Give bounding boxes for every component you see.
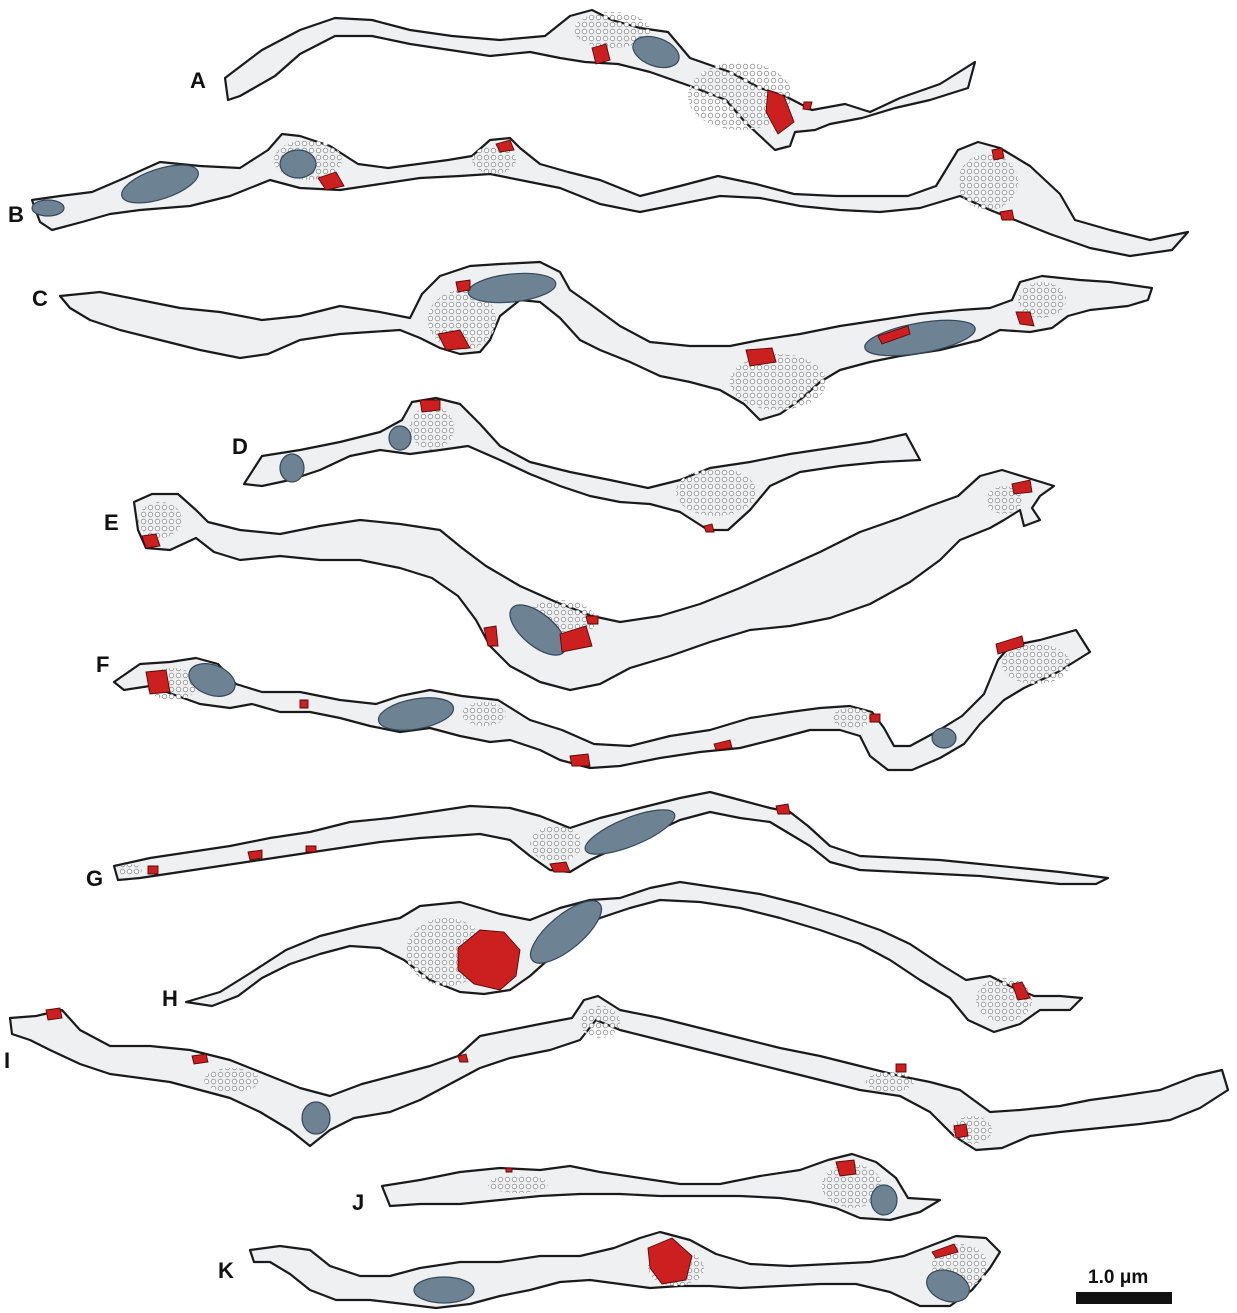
panel-e: E [104,470,1054,690]
dense-projection [836,1160,856,1176]
vesicle-cluster [462,702,506,726]
panel-label: B [8,202,24,227]
mitochondrion [280,150,316,178]
panel-a: A [190,10,975,150]
vesicle-cluster [958,154,1018,210]
panel-k: K [218,1232,1000,1308]
axon-outline [60,262,1152,420]
scale-bar-label: 1.0 μm [1088,1267,1148,1288]
panel-g: G [86,792,1108,891]
panel-c: C [32,262,1152,420]
vesicle-cluster [118,864,142,876]
dense-projection [506,1168,512,1172]
dense-projection [192,1054,208,1064]
panel-label: C [32,286,48,311]
dense-projection [1000,210,1014,220]
panel-label: E [104,510,119,535]
panel-label: D [232,434,248,459]
dense-projection [992,148,1004,160]
vesicle-cluster [676,468,756,516]
scale-bar-line [1076,1292,1172,1304]
vesicle-cluster [866,1072,914,1092]
mitochondrion [414,1277,474,1303]
dense-projection [146,670,170,694]
vesicle-cluster [410,406,454,450]
dense-projection [803,102,812,110]
vesicle-cluster [530,826,582,862]
vesicle-cluster [204,1068,260,1092]
panel-label: A [190,68,206,93]
panel-label: F [96,652,109,677]
dense-projection [148,866,158,874]
dense-projection [484,626,498,646]
mitochondrion [389,426,411,450]
panel-label: G [86,866,103,891]
panel-label: H [162,986,178,1011]
vesicle-cluster [832,708,872,728]
vesicle-cluster [138,502,182,538]
panel-i: I [4,996,1228,1150]
axon-outline [244,398,920,530]
dense-projection [306,846,316,852]
scale-bar: 1.0 μm [1076,1267,1172,1304]
vesicle-cluster [580,1006,620,1038]
axon-outline [250,1232,1000,1308]
dense-projection [586,616,598,624]
dense-projection [458,1054,468,1062]
axon-outline [32,134,1188,256]
axon-outline [186,882,1082,1032]
panel-b: B [8,134,1188,256]
mitochondrion [871,1185,897,1215]
dense-projection [46,1008,62,1020]
dense-projection [456,280,470,292]
dense-projection [550,862,570,872]
axon-outline [134,470,1054,690]
dense-projection [704,524,714,532]
panel-label: I [4,1048,10,1073]
dense-projection [954,1124,968,1138]
panel-label: J [352,1190,364,1215]
dense-projection [300,700,308,708]
dense-projection [570,754,590,766]
dense-projection [420,400,440,412]
vesicle-cluster [488,1175,548,1193]
vesicle-cluster [730,354,826,410]
mitochondrion [280,454,304,482]
panel-j: J [352,1154,940,1220]
dense-projection [896,1064,906,1072]
panel-label: K [218,1258,234,1283]
mitochondrion [932,728,956,748]
panel-d: D [232,398,920,532]
dense-projection [870,714,880,722]
mitochondrion [302,1102,330,1134]
mitochondrion [32,200,64,216]
dense-projection [776,804,790,814]
dense-projection [248,850,262,860]
